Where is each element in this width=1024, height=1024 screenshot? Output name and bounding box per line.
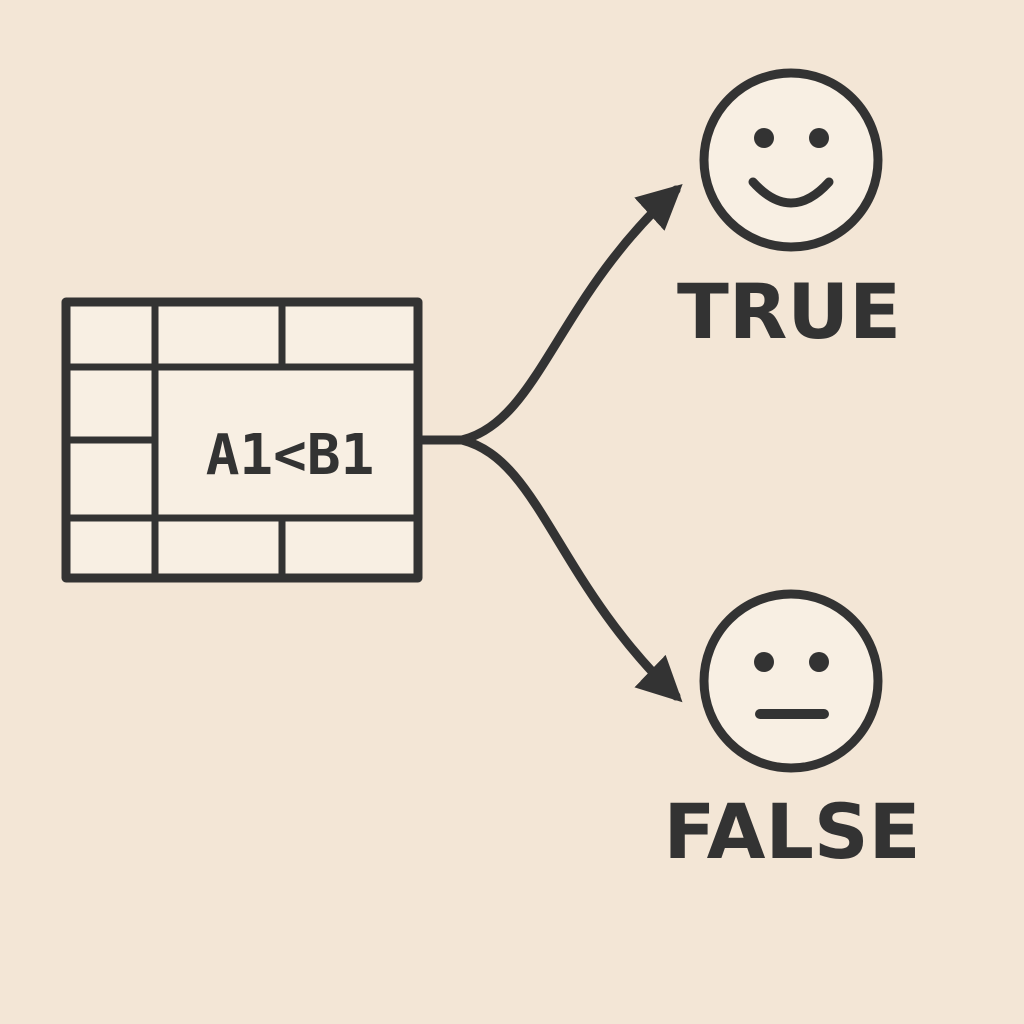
true-label: TRUE bbox=[677, 267, 901, 356]
true-outcome: TRUE bbox=[677, 68, 901, 356]
happy-face-icon bbox=[699, 68, 883, 252]
formula-label: A1<B1 bbox=[206, 423, 375, 488]
false-outcome: FALSE bbox=[663, 589, 921, 876]
false-arrow bbox=[457, 435, 683, 703]
neutral-face-icon bbox=[699, 589, 883, 773]
false-label: FALSE bbox=[663, 787, 920, 876]
branch-arrows bbox=[413, 183, 683, 703]
grid-lines bbox=[66, 302, 418, 578]
true-arrow bbox=[457, 183, 683, 445]
spreadsheet-grid-icon: A1<B1 bbox=[61, 297, 423, 583]
